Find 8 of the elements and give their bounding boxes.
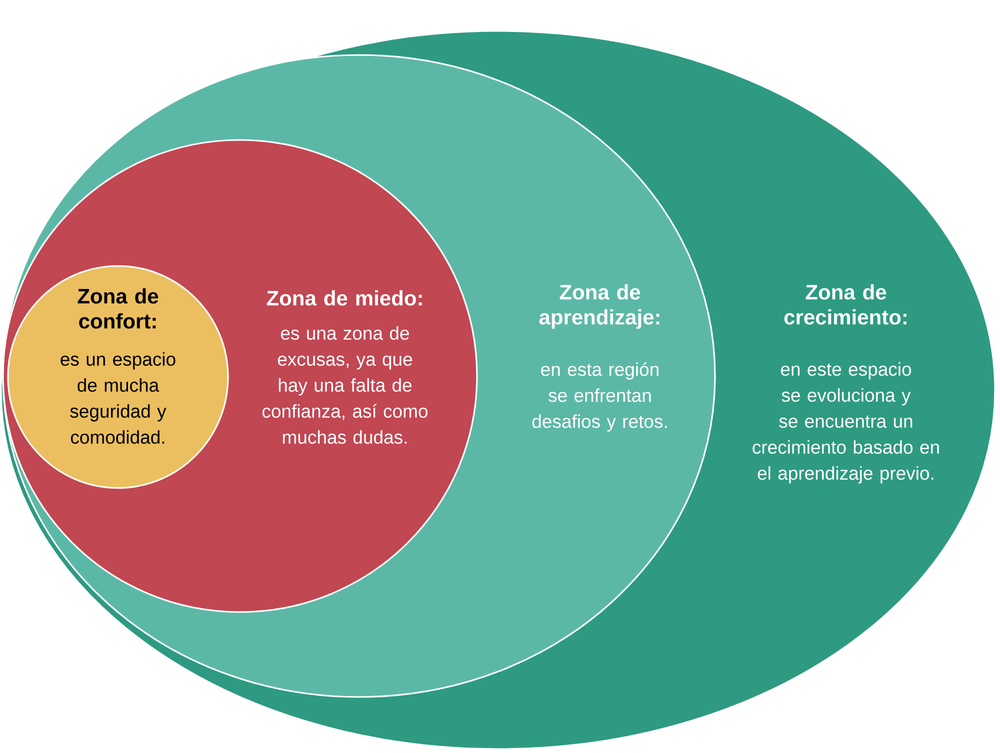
zone-description: es un espacio de mucha seguridad y comodidad.: [60, 352, 176, 444]
zone-heading: Zona de miedo:: [266, 290, 422, 306]
zone-heading: Zona de aprendizaje:: [539, 284, 660, 329]
zone-description: es una zona de excusas, ya que hay una falta de confianza, así como muchas dudas.: [262, 326, 428, 444]
zone-description: en esta región se enfrentan desafios y retos.: [532, 362, 667, 432]
zone-heading: Zona de confort:: [78, 288, 158, 329]
zone-heading: Zona de crecimiento:: [784, 284, 906, 325]
zone-description: en este espacio se evoluciona y se encuentra un crecimiento basado en el aprendizaje previo.: [752, 362, 939, 484]
